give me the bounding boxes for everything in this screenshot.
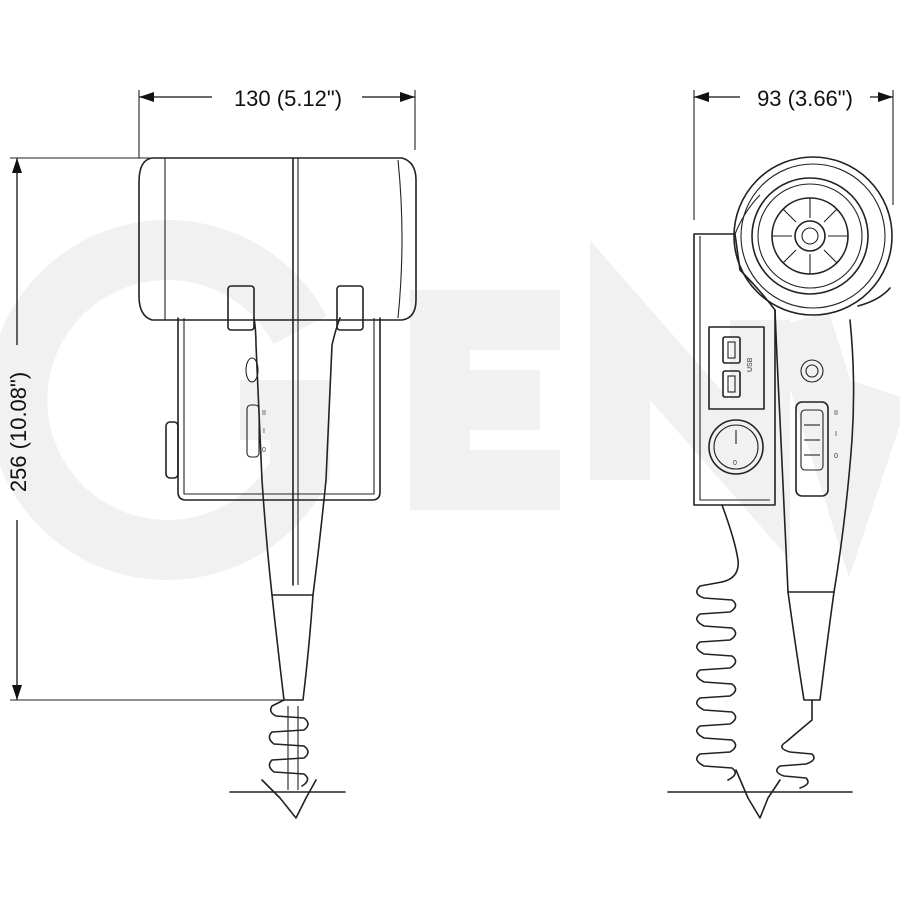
side-cord-sleeve [787, 591, 835, 701]
side-coiled-cord-left [696, 504, 739, 781]
front-cord-sleeve [271, 594, 314, 701]
front-switch-mark-high: II [262, 410, 266, 417]
usb-panel [708, 326, 765, 410]
side-switch-mark-low: I [835, 431, 837, 438]
height-label: 256 (10.08") [6, 372, 31, 492]
front-switch-mark-low: I [263, 428, 265, 435]
front-coiled-cord [268, 699, 309, 790]
watermark [0, 220, 900, 580]
usb-port-top [722, 336, 741, 364]
front-switch-mark-off: 0 [262, 447, 266, 454]
side-coiled-cord-right [776, 699, 815, 789]
side-width-dimension: 93 (3.66") [693, 86, 894, 220]
usb-port-bottom [722, 370, 741, 398]
side-width-label: 93 (3.66") [757, 86, 853, 111]
side-slide-switch [795, 401, 829, 497]
usb-label: USB [747, 357, 754, 372]
side-handle [774, 309, 855, 593]
handle-slide-switch [246, 404, 260, 458]
vent-button [800, 359, 824, 383]
power-knob-label: 0 [733, 460, 737, 467]
wall-unit [693, 233, 776, 506]
height-dimension: 256 (10.08") [6, 157, 285, 701]
front-back-plate [177, 317, 381, 501]
power-knob [708, 419, 764, 475]
front-view: 130 (5.12") 256 (10.08") II [6, 86, 417, 819]
handle-button [245, 357, 259, 383]
side-switch-mark-high: II [834, 410, 838, 417]
front-dryer-body [138, 157, 417, 321]
side-view: 93 (3.66") USB 0 [667, 86, 894, 819]
fan-hub [794, 220, 826, 252]
front-width-dimension: 130 (5.12") [138, 86, 416, 158]
hook-tab-left [227, 285, 255, 331]
front-width-label: 130 (5.12") [234, 86, 342, 111]
side-switch-mark-off: 0 [834, 453, 838, 460]
hook-tab-right [336, 285, 364, 331]
front-handle [253, 317, 341, 596]
side-rocker-button [165, 421, 179, 479]
side-dryer-head [733, 156, 893, 316]
